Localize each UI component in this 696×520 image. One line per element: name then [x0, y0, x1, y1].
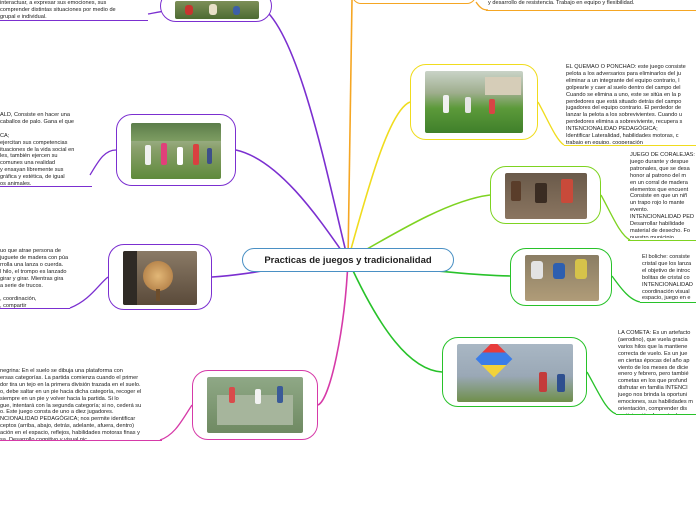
link-green-upper-child — [611, 275, 641, 303]
kite-photo-node[interactable] — [442, 337, 587, 407]
link-yellow — [347, 101, 411, 261]
coraleja-underline — [628, 240, 696, 241]
link-purple-top — [259, 5, 349, 261]
coraleja-game-photo — [505, 173, 587, 219]
link-purple-mid-child — [89, 149, 117, 176]
hopscotch-photo-node[interactable] — [192, 370, 318, 440]
orange-photo-node[interactable] — [352, 0, 476, 4]
stick-horse-text: ALD, Consiste en hacer una caballos de p… — [0, 112, 75, 188]
kite-underline — [616, 414, 696, 415]
topic-play-photo-node[interactable] — [160, 0, 272, 22]
coraleja-text: JUEGO DE CORALEJAS: juego durante y desp… — [630, 152, 695, 238]
marbles-game-photo — [525, 255, 599, 301]
marbles-underline — [640, 302, 696, 303]
link-magenta — [317, 259, 349, 406]
kite-text: LA COMETA: Es un artefacto (aerodino), q… — [618, 330, 693, 414]
hopscotch-photo — [207, 377, 303, 433]
spinning-top-photo — [123, 251, 197, 305]
topic-play-text: interactuar, a expresar sus emociones, s… — [0, 0, 116, 20]
central-topic[interactable]: Practicas de juegos y tradicionalidad — [242, 248, 454, 272]
link-purple-mid — [235, 149, 349, 261]
link-magenta-child — [159, 404, 193, 441]
stick-horse-underline — [0, 186, 92, 187]
dodgeball-underline — [564, 145, 696, 146]
dodgeball-text: EL QUEMAO O PONCHAO: este juego consiste… — [566, 64, 686, 144]
orange-branch-text: y desarrollo de resistencia. Trabajo en … — [488, 0, 635, 6]
dodgeball-photo-node[interactable] — [410, 64, 538, 140]
orange-underline — [486, 10, 696, 11]
stick-horse-photo-node[interactable] — [116, 114, 236, 186]
hopscotch-underline — [0, 440, 162, 441]
marbles-photo-node[interactable] — [510, 248, 612, 306]
spinning-top-underline — [0, 308, 70, 309]
topic-play-underline — [0, 20, 148, 21]
children-running-photo — [131, 123, 221, 179]
spinning-top-photo-node[interactable] — [108, 244, 212, 310]
link-orange — [347, 0, 353, 261]
marbles-text: El boliche: consiste cristal que los lan… — [642, 254, 693, 302]
link-lime-child — [600, 194, 631, 241]
hopscotch-text: negrina: En el suelo se dibuja una plata… — [0, 368, 142, 440]
link-green-lower — [347, 259, 443, 373]
link-purple-low-child — [69, 276, 109, 309]
coraleja-photo-node[interactable] — [490, 166, 601, 224]
link-green-lower-child — [586, 371, 617, 415]
spinning-top-text: uo que atrae persona de juguete de mader… — [0, 248, 69, 310]
kite-flying-photo — [457, 344, 573, 402]
dodgeball-game-photo — [425, 71, 523, 133]
children-playing-photo — [175, 1, 259, 19]
link-orange-child — [475, 1, 489, 11]
link-yellow-child — [537, 101, 565, 146]
